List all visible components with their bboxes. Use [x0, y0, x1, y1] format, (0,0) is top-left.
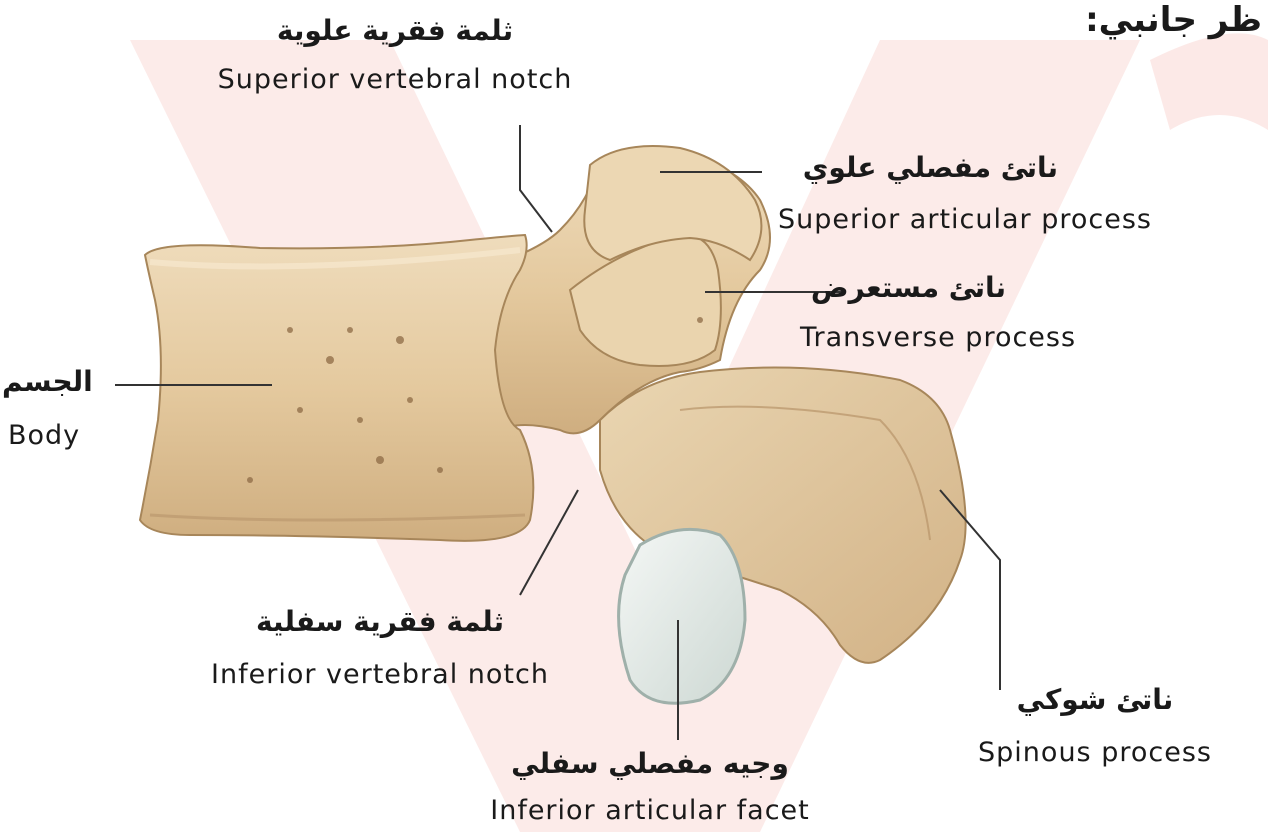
leader-superior-notch	[520, 125, 552, 232]
transverse-ar-label: ناتئ مستعرض	[811, 272, 1006, 304]
superior-articular-ar-label: ناتئ مفصلي علوي	[803, 152, 1058, 184]
superior-articular-en-label: Superior articular process	[778, 204, 1152, 235]
inferior-notch-en-label: Inferior vertebral notch	[211, 659, 549, 690]
inferior-facet-ar-label: وجيه مفصلي سفلي	[511, 748, 789, 780]
transverse-en-label: Transverse process	[800, 322, 1076, 353]
superior-notch-en-label: Superior vertebral notch	[218, 64, 573, 95]
header-title: ظر جانبي:	[1085, 0, 1262, 40]
superior-notch-ar-label: ثلمة فقرية علوية	[277, 15, 513, 47]
inferior-facet-shape	[619, 529, 745, 703]
spinous-en-label: Spinous process	[978, 737, 1212, 768]
vertebral-body-shape	[140, 235, 533, 541]
spinous-ar-label: ناتئ شوكي	[1017, 684, 1174, 716]
inferior-facet-en-label: Inferior articular facet	[490, 795, 810, 826]
inferior-notch-ar-label: ثلمة فقرية سفلية	[256, 606, 504, 638]
body-en-label: Body	[8, 420, 80, 451]
body-ar-label: الجسم	[2, 366, 93, 398]
